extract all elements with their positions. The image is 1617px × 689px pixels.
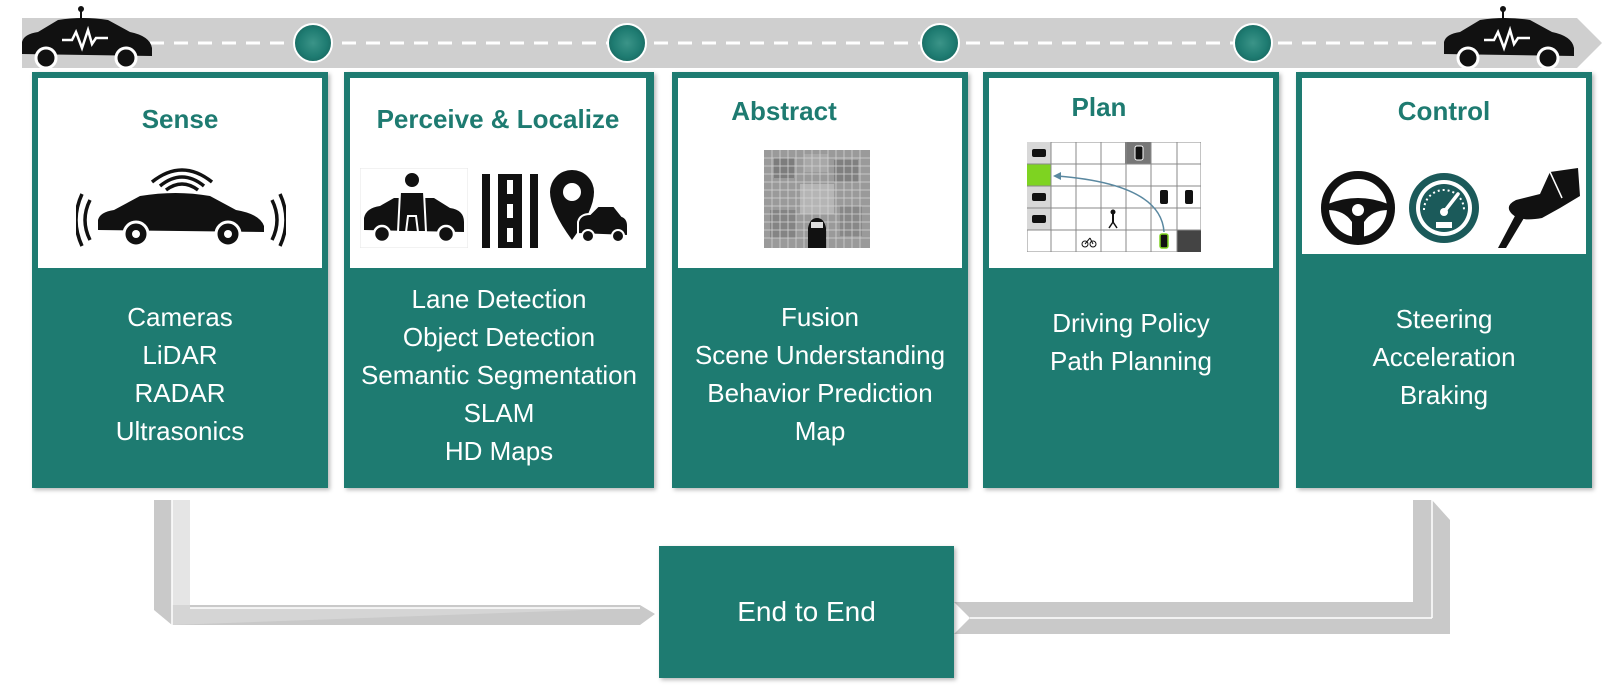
end-to-end-label: End to End (737, 596, 876, 627)
stage-item: Ultrasonics (115, 416, 245, 446)
road-lane-icon (482, 174, 538, 248)
stage-items: Cameras LiDAR RADAR Ultrasonics (32, 298, 328, 450)
foot-pedal-icon (1498, 168, 1580, 248)
stage-sense: Sense Cameras LiDAR RADAR Ultrasonics (32, 72, 328, 488)
stage-items: Fusion Scene Understanding Behavior Pred… (672, 298, 968, 450)
stage-item: Path Planning (1050, 346, 1212, 376)
stage-item: Cameras (127, 302, 233, 332)
stage-item: Braking (1399, 380, 1489, 410)
stage-item: RADAR (134, 378, 226, 408)
stage-panel: Plan (989, 78, 1273, 268)
stage-item: Lane Detection (411, 284, 587, 314)
stage-plan: Plan (983, 72, 1279, 488)
stage-panel: Sense (38, 78, 322, 268)
timeline-node (1233, 23, 1273, 63)
stage-title: Control (1397, 96, 1491, 126)
feedback-arrow-left (154, 500, 655, 625)
stage-item: Map (794, 416, 846, 446)
stage-control: Control Steering Acceleration Braking (1296, 72, 1592, 488)
stage-item: Semantic Segmentation (360, 360, 638, 390)
stage-title: Perceive & Localize (376, 104, 620, 134)
location-pin-car-icon (550, 170, 628, 243)
stage-item: LiDAR (142, 340, 218, 370)
speedometer-icon (1409, 173, 1479, 243)
stage-item: SLAM (463, 398, 535, 428)
occupancy-grid-icon (764, 150, 870, 248)
stage-perceive-localize: Perceive & Localize Lane Detection Ob (344, 72, 654, 488)
stage-panel: Control (1302, 78, 1586, 254)
stage-panel: Abstract (678, 78, 962, 268)
timeline-node (920, 23, 960, 63)
car-icon (22, 6, 152, 68)
end-to-end-box: End to End (659, 546, 954, 678)
timeline-node (607, 23, 647, 63)
stage-items: Lane Detection Object Detection Semantic… (344, 280, 654, 470)
stage-panel: Perceive & Localize (350, 78, 646, 268)
stage-title: Sense (141, 104, 219, 134)
stage-item: Driving Policy (1052, 308, 1210, 338)
stage-items: Steering Acceleration Braking (1296, 300, 1592, 414)
car-icon (1444, 6, 1574, 68)
grid-path-icon (1027, 142, 1201, 252)
stage-title: Plan (1071, 92, 1127, 122)
person-and-car-icon (360, 168, 468, 248)
stage-item: Behavior Prediction (707, 378, 933, 408)
feedback-arrow-right (954, 500, 1450, 634)
stage-item: Acceleration (1372, 342, 1516, 372)
stage-item: Fusion (780, 302, 860, 332)
stage-item: Steering (1395, 304, 1493, 334)
stage-abstract: Abstract Fusion Scene Understanding Beha… (672, 72, 968, 488)
stage-title: Abstract (731, 96, 837, 126)
stage-items: Driving Policy Path Planning (983, 304, 1279, 380)
steering-wheel-icon (1321, 171, 1395, 245)
car-with-sensors-icon (76, 168, 286, 248)
stage-item: Object Detection (402, 322, 596, 352)
stage-item: HD Maps (444, 436, 554, 466)
timeline-node (293, 23, 333, 63)
stage-item: Scene Understanding (694, 340, 946, 370)
